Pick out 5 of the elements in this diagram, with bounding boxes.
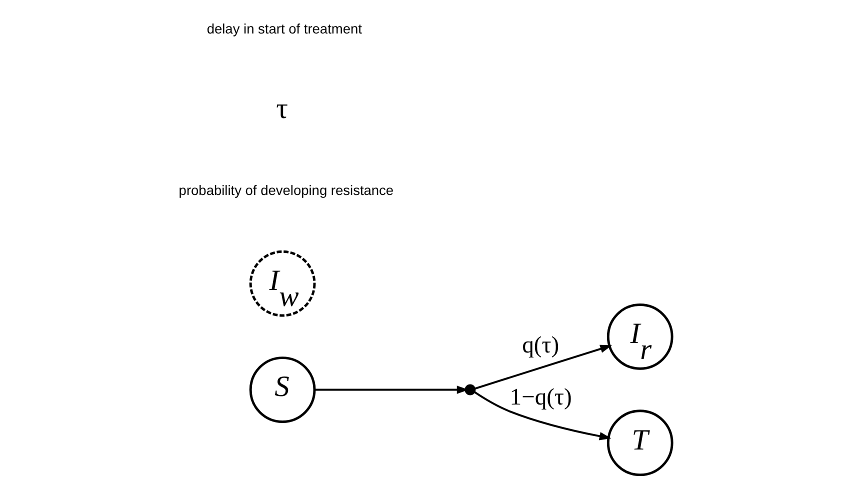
label: τ bbox=[276, 92, 288, 125]
label: delay in start of treatment bbox=[206, 22, 362, 37]
edge-label: 1−q(τ) bbox=[510, 384, 572, 411]
edge-label: q(τ) bbox=[522, 332, 560, 359]
label: probability of developing resistance bbox=[178, 182, 394, 198]
